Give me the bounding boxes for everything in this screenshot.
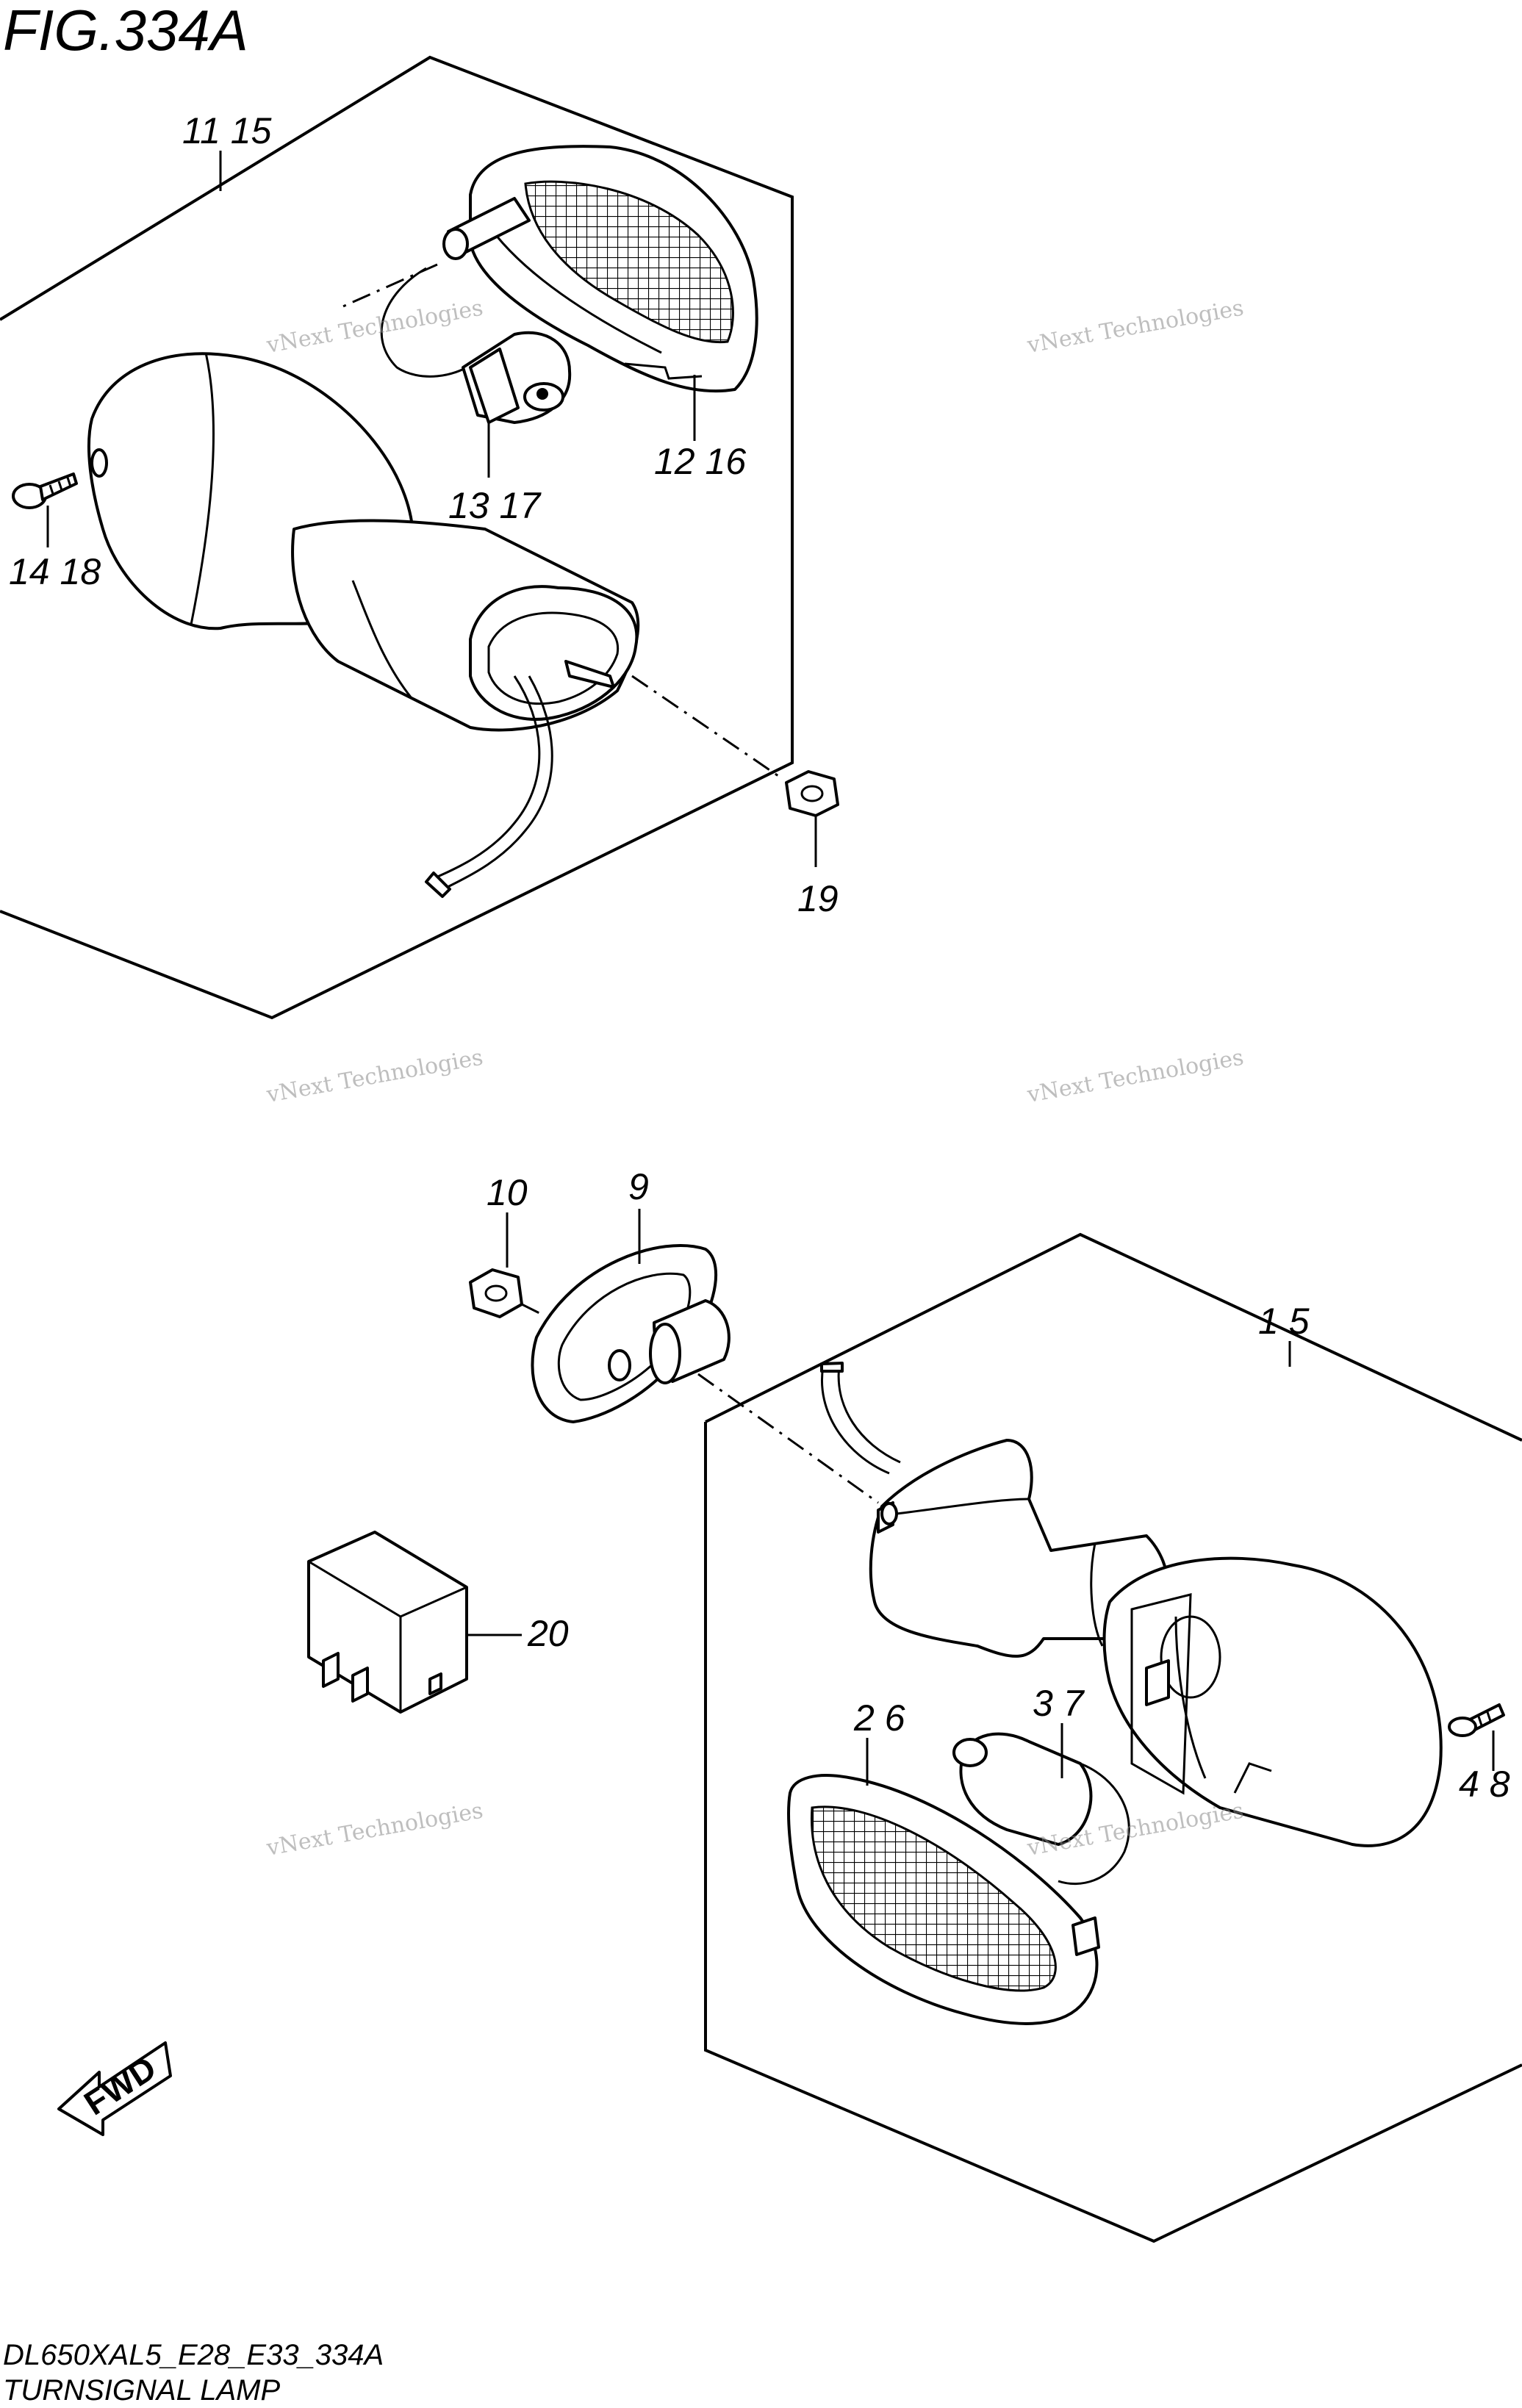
bottom-turnsignal-assembly [697, 1232, 1522, 2243]
screw-top [12, 472, 78, 509]
gasket-9 [531, 1209, 731, 1423]
watermark-line: vNext Technologies [264, 295, 485, 359]
callout-10: 10 [487, 1172, 528, 1213]
callout-2-6: 2 6 [853, 1697, 905, 1739]
bulb-top [380, 267, 572, 424]
callout-3-7: 3 7 [1033, 1683, 1085, 1724]
watermark-line: vNext Technologies [1024, 1045, 1246, 1108]
figure-name: TURNSIGNAL LAMP [3, 2374, 280, 2407]
lens-top [469, 145, 758, 393]
callout-20: 20 [527, 1613, 569, 1654]
callout-13-17: 13 17 [448, 485, 542, 526]
callout-14-18: 14 18 [9, 551, 101, 592]
fwd-arrow-icon: FWD [57, 2041, 172, 2136]
callout-12-16: 12 16 [654, 441, 746, 482]
housing-top [87, 352, 640, 898]
callout-1-5: 1 5 [1258, 1301, 1310, 1342]
top-assembly-box [0, 55, 794, 1020]
nut-10 [469, 1212, 523, 1318]
figure-code: DL650XAL5_E28_E33_334A [3, 2339, 384, 2371]
watermark-line: vNext Technologies [264, 1045, 485, 1108]
nut-19 [785, 770, 839, 817]
watermark-line: vNext Technologies [264, 1798, 485, 1861]
watermark-line: vNext Technologies [1024, 295, 1246, 359]
callout-4-8: 4 8 [1459, 1764, 1510, 1805]
callout-19: 19 [797, 878, 839, 919]
callout-11-15: 11 15 [182, 110, 272, 151]
bottom-assembly-box [704, 1232, 1522, 2243]
top-turnsignal-assembly [0, 55, 839, 1020]
figure-title: FIG.334A [3, 0, 248, 62]
callout-9: 9 [628, 1166, 649, 1207]
relay-20 [307, 1531, 522, 1714]
